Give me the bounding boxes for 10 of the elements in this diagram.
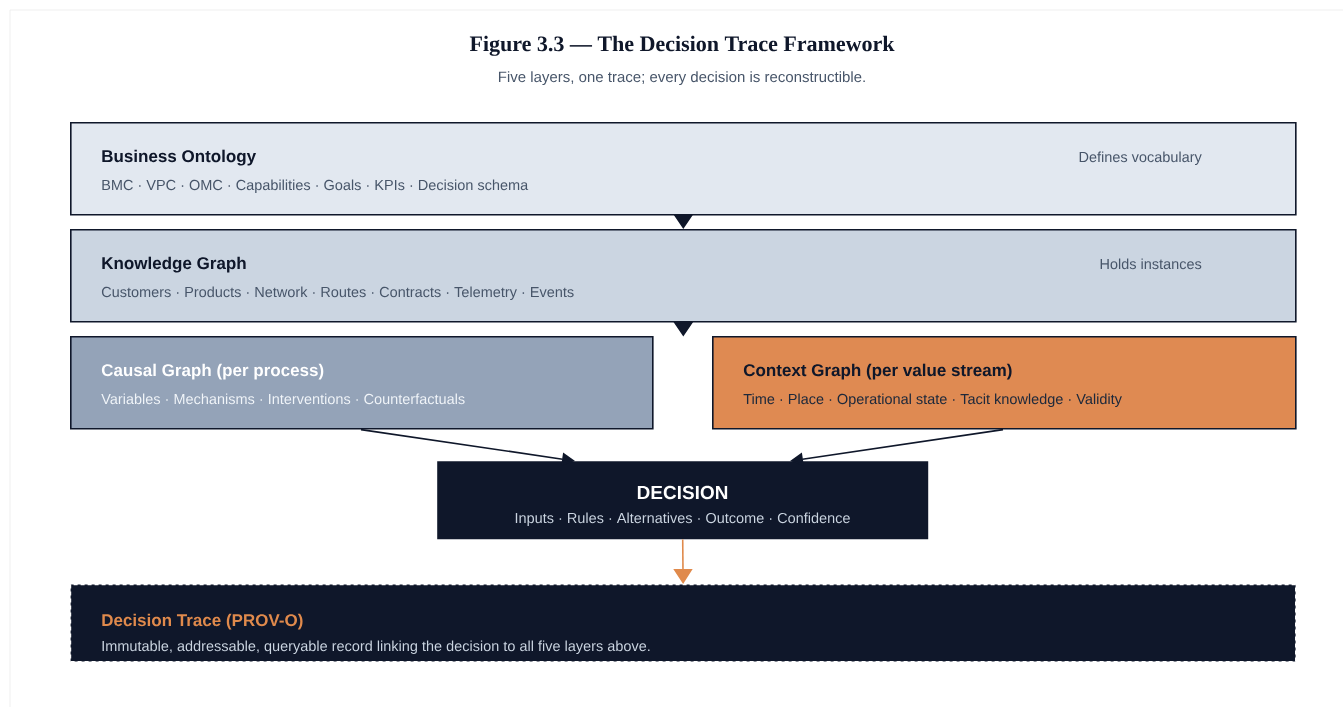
layer-box: Causal Graph (per process) Variables · Mechanisms · Interventions · Counterfactuals <box>70 336 654 430</box>
layer-box: Business Ontology BMC · VPC · OMC · Capabilities · Goals · KPIs · Decision schema Defines vocabulary <box>70 122 1297 216</box>
layer-box: Knowledge Graph Customers · Products · Network · Routes · Contracts · Telemetry · Events Holds instances <box>70 229 1297 323</box>
layer-box: Context Graph (per value stream) Time · Place · Operational state · Tacit knowledge · Validity <box>712 336 1297 430</box>
decision-box: DECISION Inputs · Rules · Alternatives · Outcome · Confidence <box>437 461 929 540</box>
subtitle: Five layers, one trace; every decision is reconstructible. <box>499 71 865 86</box>
trace-box: Decision Trace (PROV-O) Immutable, addressable, queryable record linking the decision to all five layers above. <box>70 584 1297 663</box>
arrow <box>673 538 693 584</box>
figure-title: Figure 3.3 — The Decision Trace Framework <box>469 35 895 56</box>
arrow <box>673 213 694 229</box>
